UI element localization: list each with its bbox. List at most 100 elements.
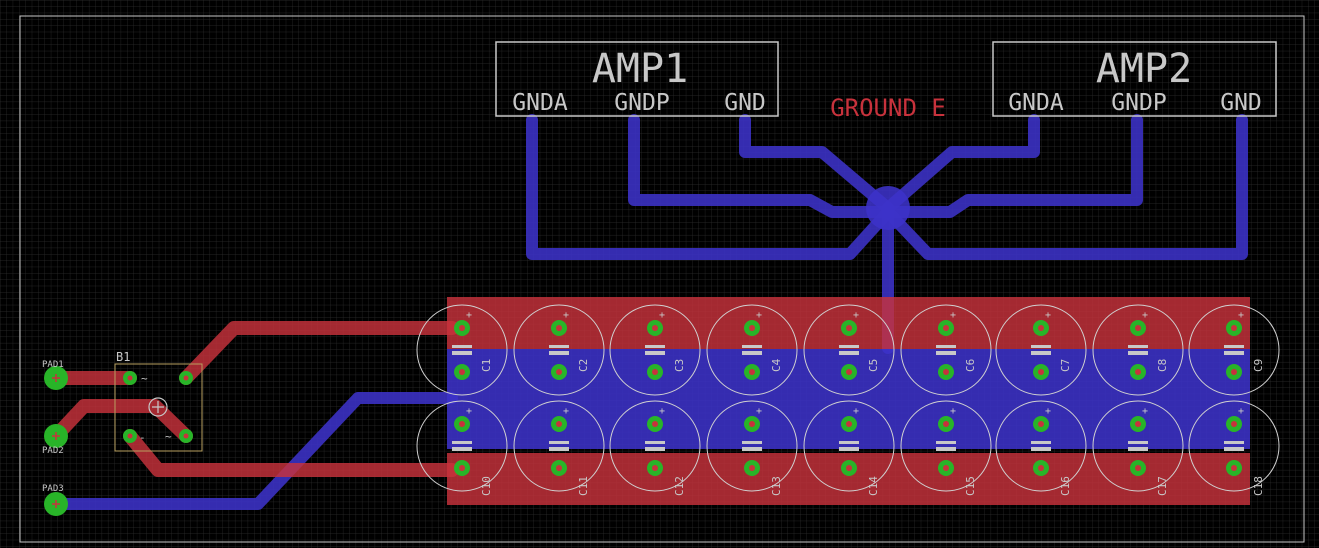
cap-outline xyxy=(900,304,992,396)
cap-plate xyxy=(645,345,665,348)
trace-b1-plus xyxy=(179,321,459,385)
cap-plate xyxy=(839,351,859,355)
capacitor-c10: +C10 xyxy=(416,400,508,496)
cap-plate xyxy=(645,351,665,355)
amp1-pin-gnd: GND xyxy=(724,90,766,116)
trace-amp1-gndp xyxy=(628,114,894,218)
amp2-pin-gnd: GND xyxy=(1220,90,1262,116)
amp2-title: AMP2 xyxy=(1096,46,1192,92)
cap-polarity: + xyxy=(950,406,956,417)
cap-outline xyxy=(1092,304,1184,396)
cap-label: C13 xyxy=(770,476,783,496)
capacitor-bank: +C1+C2+C3+C4+C5+C6+C7+C8+C9+C10+C11+C12+… xyxy=(416,304,1280,496)
cap-polarity: + xyxy=(853,406,859,417)
amp2-pin-gnda: GNDA xyxy=(1008,90,1064,116)
trace-pad3 xyxy=(50,392,458,510)
trace-b1-minus xyxy=(123,429,459,477)
cap-plate xyxy=(1128,441,1148,444)
cap-plate xyxy=(1224,441,1244,444)
trace-amp2-gnda xyxy=(882,114,1040,214)
input-pad-2: PAD2 xyxy=(42,424,68,456)
cap-label: C12 xyxy=(673,476,686,496)
cap-plate xyxy=(1128,351,1148,355)
capacitor-c16: + C16 xyxy=(995,400,1087,496)
cap-label: C8 xyxy=(1156,359,1169,372)
cap-label: C6 xyxy=(964,359,977,372)
top-copper-layer xyxy=(49,321,459,477)
svg-text:~: ~ xyxy=(141,372,148,385)
cap-polarity: + xyxy=(1238,406,1244,417)
amp1-outline xyxy=(495,41,779,117)
cap-label: C16 xyxy=(1059,476,1072,496)
cap-label: C9 xyxy=(1252,359,1265,372)
capacitor-c3: +C3 xyxy=(609,304,701,396)
bridge-rectifier-b1: B1 ~ ~ - xyxy=(114,350,203,452)
cap-outline xyxy=(995,400,1087,492)
capacitor-c15: +C15 xyxy=(900,400,992,496)
cap-polarity: + xyxy=(563,406,569,417)
cap-outline xyxy=(416,400,508,492)
capacitor-c7: +C7 xyxy=(995,304,1087,396)
cap-plate xyxy=(549,447,569,451)
cap-plate xyxy=(742,345,762,348)
bottom-bus xyxy=(447,349,1250,449)
b1-plus-symbol xyxy=(148,397,168,417)
cap-plate xyxy=(742,351,762,355)
cap-polarity: + xyxy=(756,406,762,417)
cap-plate xyxy=(936,447,956,451)
cap-plate xyxy=(549,441,569,444)
cap-plate xyxy=(742,447,762,451)
cap-plate xyxy=(645,441,665,444)
cap-label: C3 xyxy=(673,359,686,372)
cap-label: C18 xyxy=(1252,476,1265,496)
capacitor-c5: +C5 xyxy=(803,304,895,396)
capacitor-c17: +C17 xyxy=(1092,400,1184,496)
cap-plate xyxy=(452,441,472,444)
capacitor-c6: + C6 xyxy=(900,304,992,396)
cap-outline xyxy=(706,304,798,396)
cap-outline xyxy=(1092,400,1184,492)
cap-label: C5 xyxy=(867,359,880,372)
cap-plate xyxy=(452,351,472,355)
amp2-pin-gndp: GNDP xyxy=(1111,90,1166,116)
cap-plate xyxy=(1128,447,1148,451)
cap-plate xyxy=(1224,345,1244,348)
cap-plate xyxy=(936,351,956,355)
cap-outline xyxy=(1188,304,1280,396)
cap-plate xyxy=(645,447,665,451)
amp1-pin-gnda: GNDA xyxy=(512,90,568,116)
cap-outline xyxy=(803,400,895,492)
cap-polarity: + xyxy=(950,310,956,321)
cap-polarity: + xyxy=(1142,310,1148,321)
cap-plate xyxy=(936,345,956,348)
cap-plate xyxy=(1224,351,1244,355)
cap-outline xyxy=(900,400,992,492)
pad3-label: PAD3 xyxy=(42,484,64,494)
cap-plate xyxy=(549,351,569,355)
capacitor-c18: + C18 xyxy=(1188,400,1280,496)
cap-plate xyxy=(1031,351,1051,355)
capacitor-c12: +C12 xyxy=(609,400,701,496)
cap-plate xyxy=(1031,441,1051,444)
cap-polarity: + xyxy=(1045,406,1051,417)
cap-plate xyxy=(1031,345,1051,348)
cap-plate xyxy=(742,441,762,444)
cap-polarity: + xyxy=(563,310,569,321)
cap-polarity: + xyxy=(466,406,472,417)
trace-amp1-gnd xyxy=(739,114,894,214)
cap-plate xyxy=(549,345,569,348)
star-ground-node xyxy=(866,186,910,230)
capacitor-c1: +C1 xyxy=(416,304,508,396)
cap-label: C17 xyxy=(1156,476,1169,496)
capacitor-c11: +C11 xyxy=(513,400,605,496)
trace-amp2-gndp xyxy=(882,114,1143,218)
cap-polarity: + xyxy=(1045,310,1051,321)
pad1-label: PAD1 xyxy=(42,360,64,370)
cap-plate xyxy=(1224,447,1244,451)
ground-net-label: GROUND E xyxy=(830,94,946,122)
capacitor-c14: +C14 xyxy=(803,400,895,496)
cap-label: C1 xyxy=(480,359,493,372)
cap-label: C4 xyxy=(770,358,783,372)
cap-outline xyxy=(416,304,508,396)
